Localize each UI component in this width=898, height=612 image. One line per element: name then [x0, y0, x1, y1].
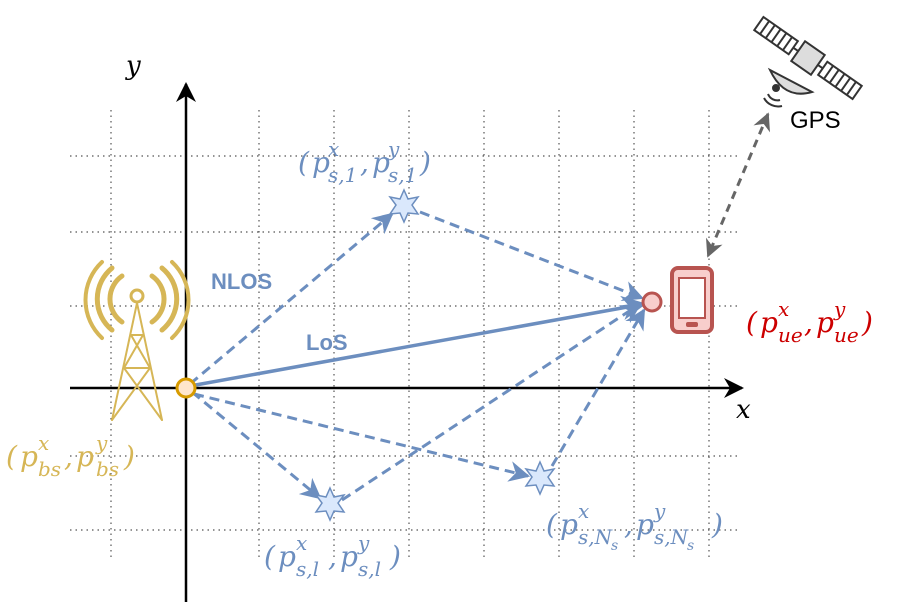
bs-node: [175, 377, 197, 399]
svg-text:p: p: [76, 440, 94, 473]
gps-link: [706, 112, 770, 258]
svg-text:p: p: [560, 508, 578, 541]
svg-text:(: (: [264, 540, 276, 573]
cell-tower-icon: [83, 260, 191, 421]
los-label: LoS: [306, 330, 348, 355]
svg-text:s,1: s,1: [388, 163, 417, 187]
svg-text:p: p: [340, 540, 358, 573]
svg-text:,: ,: [328, 540, 337, 573]
x-axis-label: x: [736, 395, 751, 425]
svg-text:p: p: [278, 540, 296, 573]
svg-text:s,N: s,N: [578, 525, 614, 549]
svg-text:p: p: [636, 508, 654, 541]
label-bs: ( p x bs , p y bs ): [6, 431, 135, 481]
svg-text:y: y: [653, 499, 666, 523]
nlos-bs-to-sl: [191, 390, 322, 500]
svg-text:s,1: s,1: [328, 163, 357, 187]
svg-text:p: p: [312, 146, 330, 179]
smartphone-icon: [670, 266, 714, 334]
scatterer-star-icon: [524, 460, 556, 496]
svg-text:(: (: [746, 306, 758, 339]
svg-text:bs: bs: [96, 457, 119, 481]
svg-text:y: y: [357, 531, 370, 555]
nlos-label: NLOS: [211, 269, 272, 294]
svg-text:): ): [389, 540, 401, 573]
svg-text:ue: ue: [778, 323, 803, 347]
label-ue: ( p x ue , p y ue ): [746, 297, 873, 347]
label-s1: ( p x s,1 , p y s,1 ): [298, 137, 431, 187]
svg-text:x: x: [38, 431, 49, 455]
svg-text:p: p: [372, 146, 390, 179]
ue-node: [641, 291, 663, 313]
svg-text:x: x: [296, 531, 307, 555]
svg-text:x: x: [578, 499, 589, 523]
satellite-icon: [752, 15, 864, 108]
los-path: [189, 295, 647, 388]
grid: [70, 110, 740, 560]
svg-text:y: y: [387, 137, 400, 161]
svg-text:p: p: [760, 306, 778, 339]
svg-text:s,l: s,l: [296, 557, 319, 581]
label-sl: ( p x s,l , p y s,l ): [264, 531, 401, 581]
svg-text:bs: bs: [38, 457, 61, 481]
svg-text:x: x: [778, 297, 789, 321]
svg-text:,: ,: [804, 306, 813, 339]
label-sNs: ( p x s,N s , p y s,N s ): [546, 499, 723, 554]
nlos-sl-to-ue: [341, 302, 642, 502]
svg-text:y: y: [833, 297, 846, 321]
nlos-s1-to-ue: [419, 210, 644, 301]
nlos-paths: [189, 210, 646, 502]
svg-text:(: (: [6, 440, 18, 473]
svg-text:ue: ue: [834, 323, 859, 347]
nlos-sNs-to-ue: [550, 308, 646, 467]
svg-text:): ): [123, 440, 135, 473]
svg-text:,: ,: [360, 146, 369, 179]
svg-text:): ): [711, 508, 723, 541]
svg-text:(: (: [298, 146, 310, 179]
gps-label: GPS: [790, 107, 841, 134]
svg-text:): ): [419, 146, 431, 179]
svg-text:p: p: [20, 440, 38, 473]
svg-text:): ): [861, 306, 873, 339]
svg-text:,: ,: [64, 440, 73, 473]
scatterer-star-icon: [388, 188, 420, 224]
svg-text:s,N: s,N: [654, 525, 690, 549]
svg-text:s,l: s,l: [358, 557, 381, 581]
y-axis-label: y: [125, 51, 141, 81]
nlos-bs-to-sNs: [193, 392, 531, 482]
scatterer-star-icon: [314, 486, 346, 522]
nlos-bs-to-s1: [189, 212, 394, 386]
svg-text:y: y: [95, 431, 108, 455]
svg-text:s: s: [687, 538, 694, 554]
svg-text:x: x: [328, 137, 339, 161]
svg-text:,: ,: [624, 508, 633, 541]
svg-text:s: s: [611, 538, 618, 554]
svg-text:p: p: [816, 306, 834, 339]
svg-text:(: (: [546, 508, 558, 541]
